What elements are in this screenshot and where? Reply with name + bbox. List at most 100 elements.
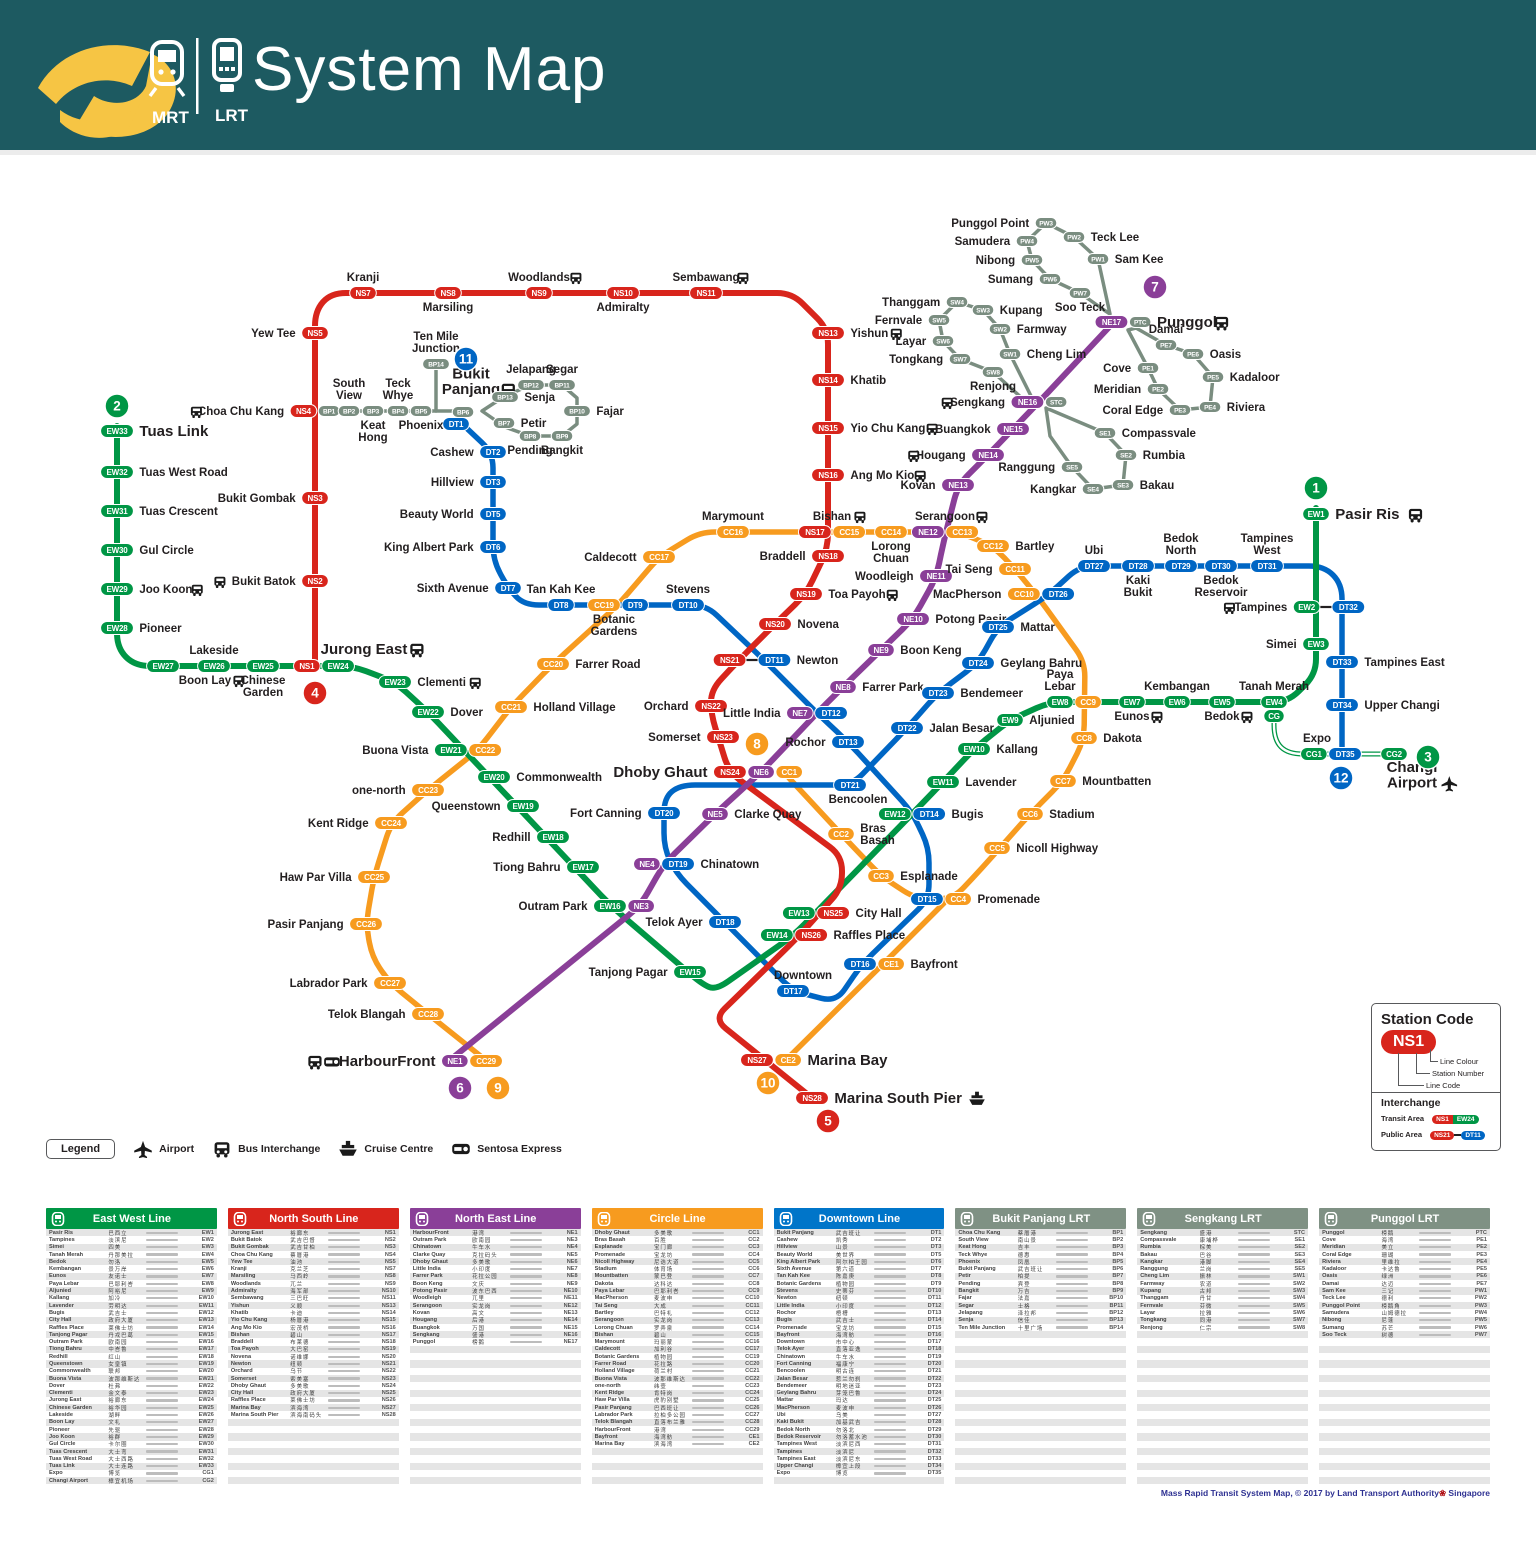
bus-icon (1223, 602, 1235, 614)
svg-text:EW12: EW12 (884, 810, 906, 819)
svg-text:Farrer Park: Farrer Park (862, 682, 924, 694)
svg-text:BP6: BP6 (457, 409, 470, 416)
svg-text:PE7: PE7 (1160, 342, 1172, 349)
svg-text:SW3: SW3 (976, 307, 990, 314)
svg-text:DT33: DT33 (1333, 658, 1353, 667)
svg-text:Jelapang: Jelapang (506, 364, 556, 376)
svg-text:Boon Lay: Boon Lay (179, 675, 232, 687)
annotation-line (1398, 1085, 1424, 1087)
table-row (955, 1470, 1126, 1477)
table-row (1319, 1374, 1490, 1383)
station-code-title: Station Code (1381, 1011, 1474, 1028)
svg-text:CC22: CC22 (475, 746, 495, 755)
svg-text:Woodlands: Woodlands (508, 272, 570, 284)
svg-text:DT16: DT16 (851, 960, 871, 969)
svg-text:CC26: CC26 (356, 920, 376, 929)
svg-text:NS22: NS22 (701, 702, 721, 711)
terminus-badge-6: 6 (447, 1075, 473, 1101)
table-row (1137, 1462, 1309, 1470)
table-row (955, 1477, 1127, 1485)
svg-text:Kovan: Kovan (900, 480, 935, 492)
svg-text:EW11: EW11 (933, 778, 954, 787)
svg-text:DT10: DT10 (679, 601, 699, 610)
svg-text:Tuas West Road: Tuas West Road (139, 467, 227, 479)
svg-text:CE1: CE1 (884, 960, 900, 969)
svg-text:PE2: PE2 (1152, 386, 1164, 393)
svg-text:NS28: NS28 (802, 1094, 822, 1103)
svg-text:Tampines: Tampines (1234, 602, 1287, 614)
svg-text:Layar: Layar (896, 336, 927, 348)
svg-text:NS3: NS3 (308, 494, 324, 503)
station-bakau: SE3 Bakau (1111, 479, 1175, 492)
table-row (409, 1418, 581, 1427)
footer-suffix: Singapore (1446, 1488, 1490, 1498)
svg-text:CC29: CC29 (476, 1057, 496, 1066)
line-changi-branch (1271, 706, 1397, 757)
svg-text:CC24: CC24 (381, 819, 401, 828)
table-row (409, 1404, 581, 1412)
table-row (410, 1382, 581, 1389)
svg-text:Teck Lee: Teck Lee (1091, 232, 1139, 244)
svg-text:NS24: NS24 (720, 768, 740, 777)
svg-text:CG1: CG1 (1306, 750, 1323, 759)
table-row (1319, 1477, 1490, 1485)
annotation-line (1430, 1061, 1438, 1063)
svg-text:Farmway: Farmway (1017, 324, 1067, 336)
svg-text:Simei: Simei (1266, 639, 1297, 651)
svg-text:PE6: PE6 (1187, 351, 1199, 358)
svg-text:Ranggung: Ranggung (998, 462, 1055, 474)
table-row (1319, 1418, 1490, 1427)
svg-text:SW6: SW6 (936, 338, 950, 345)
svg-text:CC12: CC12 (983, 542, 1003, 551)
table-header: North East Line (409, 1208, 581, 1229)
svg-text:Newton: Newton (797, 655, 839, 667)
train-icon (779, 1211, 792, 1226)
svg-text:DT6: DT6 (486, 543, 501, 552)
svg-text:Bakau: Bakau (1140, 480, 1175, 492)
table-row (955, 1360, 1127, 1368)
svg-text:SE3: SE3 (1117, 482, 1129, 489)
svg-text:Downtown: Downtown (774, 970, 832, 982)
svg-text:Mattar: Mattar (1020, 622, 1055, 634)
svg-text:DT22: DT22 (898, 724, 918, 733)
svg-text:Outram Park: Outram Park (519, 901, 589, 913)
svg-text:PE4: PE4 (1204, 404, 1216, 411)
svg-text:Expo: Expo (1303, 733, 1331, 745)
